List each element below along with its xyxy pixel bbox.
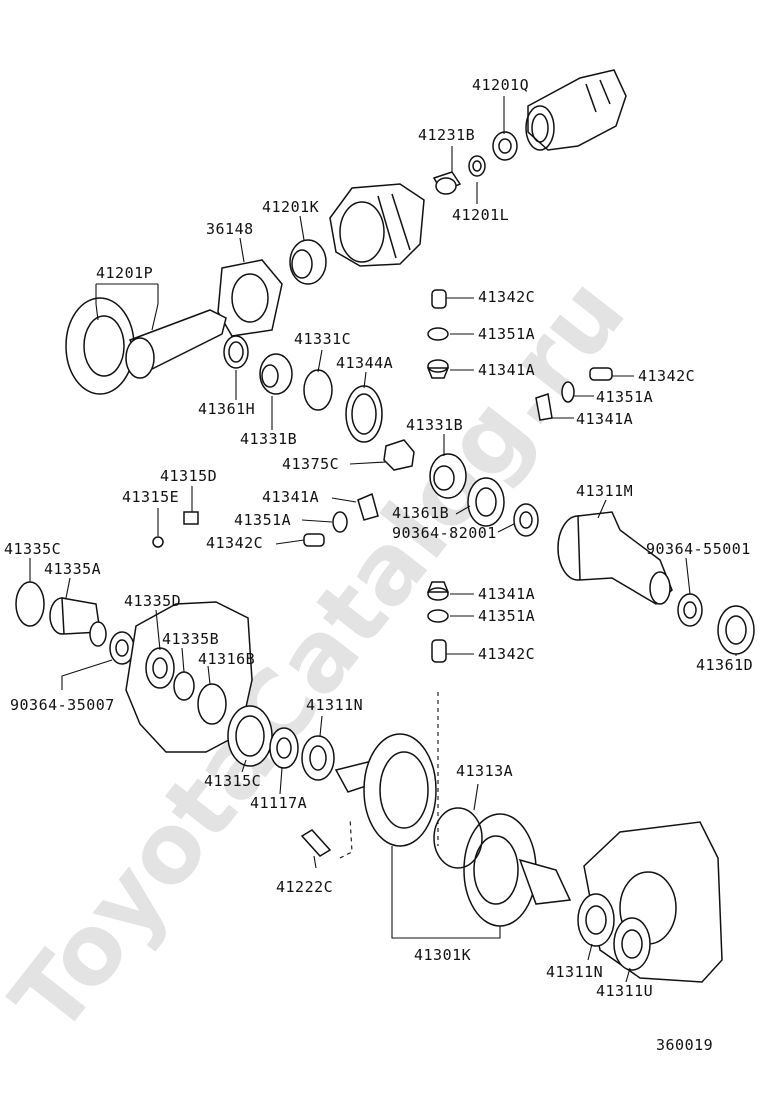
label-41342C-left: 41342C [206,534,263,552]
sleeve-41335A-graphic [49,597,107,647]
label-41331B-second: 41331B [406,416,463,434]
label-41222C: 41222C [276,878,333,896]
gear-41331B-second-graphic [429,453,467,499]
label-41335A: 41335A [44,560,101,578]
leader-lines [29,96,737,983]
label-41341A-left: 41341A [262,488,319,506]
label-41201Q: 41201Q [472,76,529,94]
label-41231B: 41231B [418,126,475,144]
pinion-41341A-upper-graphic [426,359,450,379]
label-41315D: 41315D [160,467,217,485]
label-41342C-upper: 41342C [478,288,535,306]
bearing-41201K-graphic [289,239,327,285]
label-41316B: 41316B [198,650,255,668]
label-41117A: 41117A [250,794,307,812]
transfer-housing-graphic [329,183,425,267]
washer-41351A-left-graphic [332,511,348,533]
label-41335B: 41335B [162,630,219,648]
label-41331B: 41331B [240,430,297,448]
label-41341A-upper: 41341A [478,361,535,379]
label-41301K: 41301K [414,946,471,964]
snap-ring-41331C-graphic [303,369,333,411]
pin-41342C-left-graphic [303,533,325,547]
drawing-number: 360019 [656,1036,713,1054]
bearing-41311N-upper-graphic [301,735,335,781]
plate-41361B-graphic [467,477,505,527]
o-ring-41313A-graphic [433,807,483,869]
gasket-36148-graphic [217,259,283,337]
label-41375C: 41375C [282,455,339,473]
differential-case-41301K-graphic [334,733,572,927]
label-41351A-lower: 41351A [478,607,535,625]
label-41313A: 41313A [456,762,513,780]
label-41335D: 41335D [124,592,181,610]
bearing-41335B-graphic [145,647,175,689]
label-41311N-upper: 41311N [306,696,363,714]
shim-41361H-graphic [223,335,249,369]
label-41351A-right: 41351A [596,388,653,406]
plate-41361D-graphic [717,605,755,655]
label-41361D: 41361D [696,656,753,674]
washer-41351A-right-graphic [561,381,575,403]
bolt-41222C-graphic [300,829,332,857]
label-41315E: 41315E [122,488,179,506]
hub-41315C-graphic [197,683,273,767]
label-36148: 36148 [206,220,254,238]
washer-41117A-graphic [269,727,299,769]
label-41201K: 41201K [262,198,319,216]
washer-90364-55001-graphic [677,593,703,627]
plug-41231B-graphic [432,171,462,195]
washer-41351A-upper-graphic [427,327,449,341]
label-41361H: 41361H [198,400,255,418]
ring-41344A-graphic [345,385,383,443]
label-41341A-lower: 41341A [478,585,535,603]
clip-41315E-graphic [152,536,164,548]
label-41361B: 41361B [392,504,449,522]
label-41311M: 41311M [576,482,633,500]
seal-41311U-graphic [613,917,651,971]
label-90364-35007: 90364-35007 [10,696,115,714]
shaft-41311M-graphic [557,511,673,605]
ring-41316B-graphic [173,671,195,701]
label-41311N-lower: 41311N [546,963,603,981]
bearing-41201L-graphic [468,155,486,177]
label-41311U: 41311U [596,982,653,1000]
label-41342C-right: 41342C [638,367,695,385]
oil-seal-41201Q-graphic [492,131,518,161]
label-41342C-lower: 41342C [478,645,535,663]
label-41344A: 41344A [336,354,393,372]
label-41351A-upper: 41351A [478,325,535,343]
pinion-41341A-lower-graphic [426,581,450,601]
pin-41342C-lower-graphic [431,639,447,663]
pin-41342C-upper-graphic [431,289,447,309]
bolt-41315D-graphic [183,511,199,525]
label-41331C: 41331C [294,330,351,348]
label-41201L: 41201L [452,206,509,224]
pin-41342C-right-graphic [589,367,613,381]
bearing-41311N-lower-graphic [577,893,615,947]
label-41335C: 41335C [4,540,61,558]
label-41315C: 41315C [204,772,261,790]
washer-90364-82001-graphic [513,503,539,537]
snap-ring-41335C-graphic [15,581,45,627]
ring-gear-pinion-41201P-graphic [65,297,227,395]
label-41341A-right: 41341A [576,410,633,428]
label-90364-55001: 90364-55001 [646,540,751,558]
gear-41331B-graphic [259,353,293,395]
washer-41351A-lower-graphic [427,609,449,623]
block-41375C-graphic [383,439,415,471]
label-41351A-left: 41351A [234,511,291,529]
label-90364-82001: 90364-82001 [392,524,497,542]
extension-housing-graphic [525,69,627,151]
pinion-41341A-left-graphic [357,492,379,521]
label-41201P: 41201P [96,264,153,282]
